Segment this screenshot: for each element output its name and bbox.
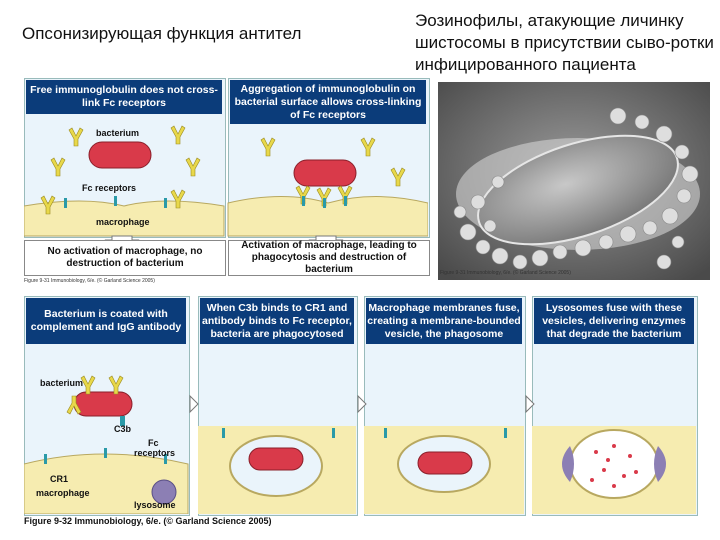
- fig31-caption: Figure 9-31 Immunobiology, 6/e. (© Garla…: [24, 278, 224, 284]
- micrograph-caption: Figure 9-31 Immunobiology, 6/e. (© Garla…: [440, 270, 640, 276]
- label-cr1: CR1: [50, 474, 68, 484]
- right-title: Эозинофилы, атакующие личинку шистосомы …: [415, 10, 715, 76]
- label-receptors: receptors: [134, 448, 175, 458]
- label-macrophage-p1: macrophage: [36, 488, 90, 498]
- label-c3b: C3b: [114, 424, 131, 434]
- bacterium-left: [89, 142, 151, 168]
- label-bacterium: bacterium: [96, 128, 139, 138]
- fig31-right-result: Activation of macrophage, leading to pha…: [228, 240, 430, 276]
- label-bacterium-p1: bacterium: [40, 378, 83, 388]
- label-lysosome: lysosome: [134, 500, 176, 510]
- bacterium-p3: [418, 452, 472, 474]
- label-fc: Fc: [148, 438, 159, 448]
- label-macrophage: macrophage: [96, 217, 150, 227]
- left-title: Опсонизирующая функция антител: [22, 24, 301, 44]
- bacterium-p2: [249, 448, 303, 470]
- fig31-left-result: No activation of macrophage, no destruct…: [24, 240, 226, 276]
- macrophage-surface-right: [228, 197, 428, 237]
- fig32-caption: Figure 9-32 Immunobiology, 6/e. (© Garla…: [24, 516, 272, 526]
- eosinophil-micrograph: [438, 82, 710, 280]
- fig32-illustration: [24, 296, 696, 514]
- bacterium-right: [294, 160, 356, 186]
- bacterium-p1: [74, 392, 132, 416]
- label-fc-receptors: Fc receptors: [82, 183, 136, 193]
